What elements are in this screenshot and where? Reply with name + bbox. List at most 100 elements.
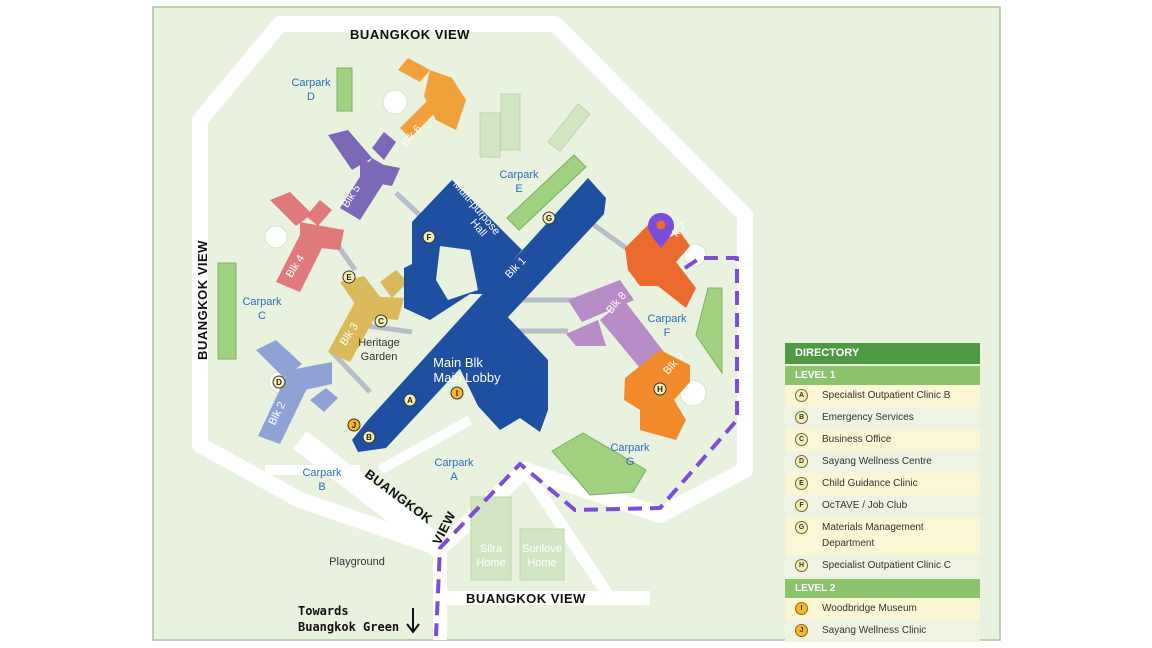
directory-item-label: Specialist Outpatient Clinic C (822, 560, 951, 571)
block-7[interactable] (625, 225, 696, 308)
directory-item-g[interactable]: G Materials Management Department (785, 517, 980, 555)
carpark-d-label: Carpark (291, 77, 331, 89)
svg-text:D: D (276, 378, 282, 387)
playground-label: Playground (329, 556, 385, 568)
block-2[interactable] (256, 340, 338, 444)
lot-north-1 (500, 93, 521, 151)
carpark-labels: Carpark D Carpark C Carpark E Carpark F … (242, 77, 687, 493)
directory-item-f[interactable]: F OcTAVE / Job Club (785, 495, 980, 517)
directory-item-label: Child Guidance Clinic (822, 478, 918, 489)
svg-text:F: F (427, 233, 432, 242)
directory-item-a[interactable]: A Specialist Outpatient Clinic B (785, 385, 980, 407)
poi-marker-h[interactable]: H (653, 382, 667, 396)
directory-item-label: Specialist Outpatient Clinic B (822, 390, 951, 401)
poi-marker-i[interactable]: I (450, 386, 464, 400)
badge-c: C (795, 433, 808, 446)
carpark-a-label: Carpark (434, 457, 474, 469)
svg-text:B: B (366, 433, 372, 442)
directory-item-label: Emergency Services (822, 412, 914, 423)
road-diagonal-buangkok-view[interactable] (293, 431, 447, 557)
poi-marker-g[interactable]: G (542, 211, 556, 225)
carpark-c-letter: C (258, 310, 266, 322)
svg-text:E: E (346, 273, 352, 282)
directory-item-h[interactable]: H Specialist Outpatient Clinic C (785, 555, 980, 577)
directory-item-b[interactable]: B Emergency Services (785, 407, 980, 429)
directory-item-label: Sayang Wellness Centre (822, 456, 932, 467)
carpark-g-lot (551, 432, 647, 496)
hall-courtyard (436, 246, 478, 300)
roundabout-d (382, 89, 408, 115)
directory-item-j[interactable]: J Sayang Wellness Clinic (785, 620, 980, 642)
carpark-g-label: Carpark (610, 442, 650, 454)
directory-item-c[interactable]: C Business Office (785, 429, 980, 451)
road-east-spur[interactable] (520, 466, 615, 602)
sunlove-home-block (519, 528, 565, 581)
heritage-garden-label-1: Heritage (358, 337, 400, 349)
poi-marker-f[interactable]: F (422, 230, 436, 244)
carpark-a-letter: A (450, 471, 458, 483)
badge-f: F (795, 499, 808, 512)
carpark-e-label: Carpark (499, 169, 539, 181)
directory-item-label: Woodbridge Museum (822, 603, 917, 614)
svg-text:G: G (546, 214, 552, 223)
directory-title: DIRECTORY (785, 343, 980, 364)
badge-b: B (795, 411, 808, 424)
poi-marker-e[interactable]: E (342, 270, 356, 284)
lot-north-2 (479, 112, 501, 158)
towards-label-2: Buangkok Green (298, 620, 399, 634)
block-4[interactable] (270, 192, 344, 292)
arrow-down-icon (406, 608, 420, 634)
destination-pin-icon[interactable] (648, 213, 674, 248)
directory-item-i[interactable]: I Woodbridge Museum (785, 598, 980, 620)
carpark-e-lot (506, 154, 587, 231)
directory-panel: DIRECTORY LEVEL 1 A Specialist Outpatien… (785, 343, 980, 642)
roundabout-blk7 (683, 243, 707, 267)
directory-item-label: OcTAVE / Job Club (822, 500, 908, 511)
poi-marker-d[interactable]: D (272, 375, 286, 389)
sunlove-home-label-2: Home (527, 557, 556, 569)
carpark-f-label: Carpark (647, 313, 687, 325)
silra-home-label-1: Silra (480, 543, 503, 555)
badge-e: E (795, 477, 808, 490)
road-carpark-a-loop[interactable] (377, 415, 473, 475)
carpark-d-letter: D (307, 91, 315, 103)
svg-text:C: C (378, 317, 384, 326)
poi-marker-a[interactable]: A (403, 393, 417, 407)
svg-text:I: I (456, 389, 458, 398)
badge-a: A (795, 389, 808, 402)
roundabouts (264, 89, 707, 407)
directory-level-1: LEVEL 1 (785, 366, 980, 385)
block-5[interactable] (328, 130, 400, 220)
main-blk-label: Main Blk (433, 355, 483, 370)
poi-marker-j[interactable]: J (347, 418, 361, 432)
main-lobby-label: Main Lobby (433, 370, 501, 385)
badge-d: D (795, 455, 808, 468)
directory-item-d[interactable]: D Sayang Wellness Centre (785, 451, 980, 473)
directory-item-e[interactable]: E Child Guidance Clinic (785, 473, 980, 495)
carpark-b-label: Carpark (302, 467, 342, 479)
badge-h: H (795, 559, 808, 572)
badge-i: I (795, 602, 808, 615)
poi-marker-b[interactable]: B (362, 430, 376, 444)
heritage-garden-label-2: Garden (361, 351, 398, 363)
towards-label-1: Towards (298, 604, 349, 618)
road-label-left: BUANGKOK VIEW (195, 240, 210, 360)
carpark-g-letter: G (626, 456, 635, 468)
carpark-d-lot (336, 67, 353, 112)
block-9[interactable] (624, 350, 690, 440)
carpark-f-lot (695, 287, 723, 375)
svg-text:H: H (657, 385, 663, 394)
badge-g: G (795, 521, 808, 534)
road-label-bottom: BUANGKOK VIEW (466, 591, 586, 606)
block-8[interactable] (566, 280, 664, 368)
block-6[interactable] (398, 58, 466, 138)
road-label-top: BUANGKOK VIEW (350, 27, 470, 42)
block-3[interactable] (328, 270, 408, 362)
carpark-f-letter: F (664, 327, 671, 339)
svg-text:J: J (352, 421, 356, 430)
carpark-c-label: Carpark (242, 296, 282, 308)
poi-marker-c[interactable]: C (374, 314, 388, 328)
main-lobby-wing (446, 298, 548, 432)
walking-route[interactable] (434, 256, 739, 637)
